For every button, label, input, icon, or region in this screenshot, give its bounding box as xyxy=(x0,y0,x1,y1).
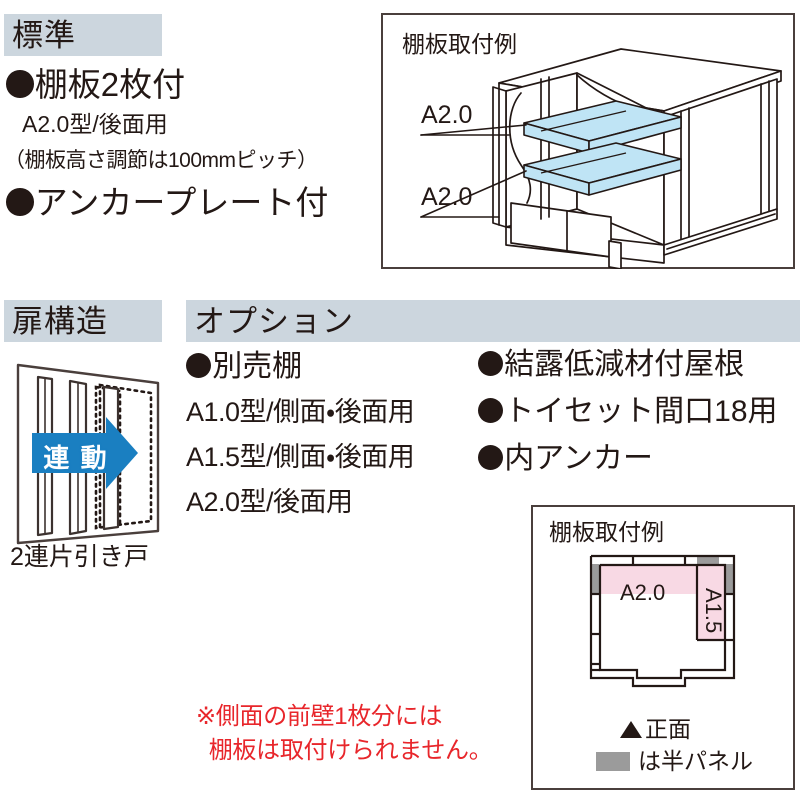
option-item-toilet-set: トイセット間口18用 xyxy=(478,397,778,427)
floor-plan-box xyxy=(531,505,795,790)
standard-pitch-note: （棚板高さ調節は100mmピッチ） xyxy=(4,149,318,172)
floor-plan-legend-half-panel: は半パネル xyxy=(596,750,753,773)
warning-note: ※側面の前壁1枚分には 棚板は取付けられません。 xyxy=(196,703,493,765)
floor-plan-legend-half-panel-label: は半パネル xyxy=(638,748,753,774)
shed-isometric-drawing xyxy=(420,48,782,269)
option-item-separate-shelf-label: 別売棚 xyxy=(212,350,303,383)
option-item-condensation-roof-label: 結露低減材付屋根 xyxy=(504,348,745,381)
shelf-example-label-upper: A2.0 xyxy=(421,101,473,129)
standard-item-anchor-plate-label: アンカープレート付 xyxy=(34,184,329,221)
standard-item-shelves-label: 棚板2枚付 xyxy=(34,66,186,103)
option-item-condensation-roof: 結露低減材付屋根 xyxy=(478,350,744,380)
section-header-options: オプション xyxy=(186,300,800,342)
standard-item-shelves: 棚板2枚付 xyxy=(6,68,185,101)
floor-plan-drawing xyxy=(589,554,736,688)
section-header-door-structure-label: 扉構造 xyxy=(12,303,108,339)
section-header-standard-label: 標準 xyxy=(12,17,76,53)
bullet-dot-icon xyxy=(6,70,34,98)
half-panel-swatch-icon xyxy=(596,752,630,771)
section-header-standard: 標準 xyxy=(4,14,162,56)
standard-shelf-type: A2.0型/後面用 xyxy=(22,111,168,137)
floor-plan-label-right: A1.5 xyxy=(701,588,726,634)
triangle-up-icon xyxy=(620,721,642,738)
floor-plan-legend-front-label: 正面 xyxy=(645,716,691,742)
floor-plan-caption: 棚板取付例 xyxy=(549,519,664,545)
floor-plan-label-top: A2.0 xyxy=(620,580,666,605)
option-item-a10: A1.0型/側面・後面用 xyxy=(186,397,415,427)
shelf-example-caption: 棚板取付例 xyxy=(402,31,517,57)
option-item-a20: A2.0型/後面用 xyxy=(186,487,353,517)
standard-item-anchor-plate: アンカープレート付 xyxy=(6,186,328,219)
bullet-dot-icon xyxy=(186,352,212,378)
bullet-dot-icon xyxy=(478,350,504,376)
door-structure-drawing xyxy=(16,363,160,545)
option-item-separate-shelf: 別売棚 xyxy=(186,352,302,382)
option-item-inner-anchor: 内アンカー xyxy=(478,444,653,474)
floor-plan-legend-front: 正面 xyxy=(620,718,691,741)
bullet-dot-icon xyxy=(6,188,34,216)
bullet-dot-icon xyxy=(478,444,504,470)
door-structure-caption: 2連片引き戸 xyxy=(10,543,149,571)
bullet-dot-icon xyxy=(478,397,504,423)
section-header-options-label: オプション xyxy=(194,303,354,339)
option-item-inner-anchor-label: 内アンカー xyxy=(504,442,653,475)
interlock-arrow-icon xyxy=(32,417,138,489)
section-header-door-structure: 扉構造 xyxy=(4,300,162,342)
option-item-a15: A1.5型/側面・後面用 xyxy=(186,442,415,472)
option-item-toilet-set-label: トイセット間口18用 xyxy=(504,395,778,428)
